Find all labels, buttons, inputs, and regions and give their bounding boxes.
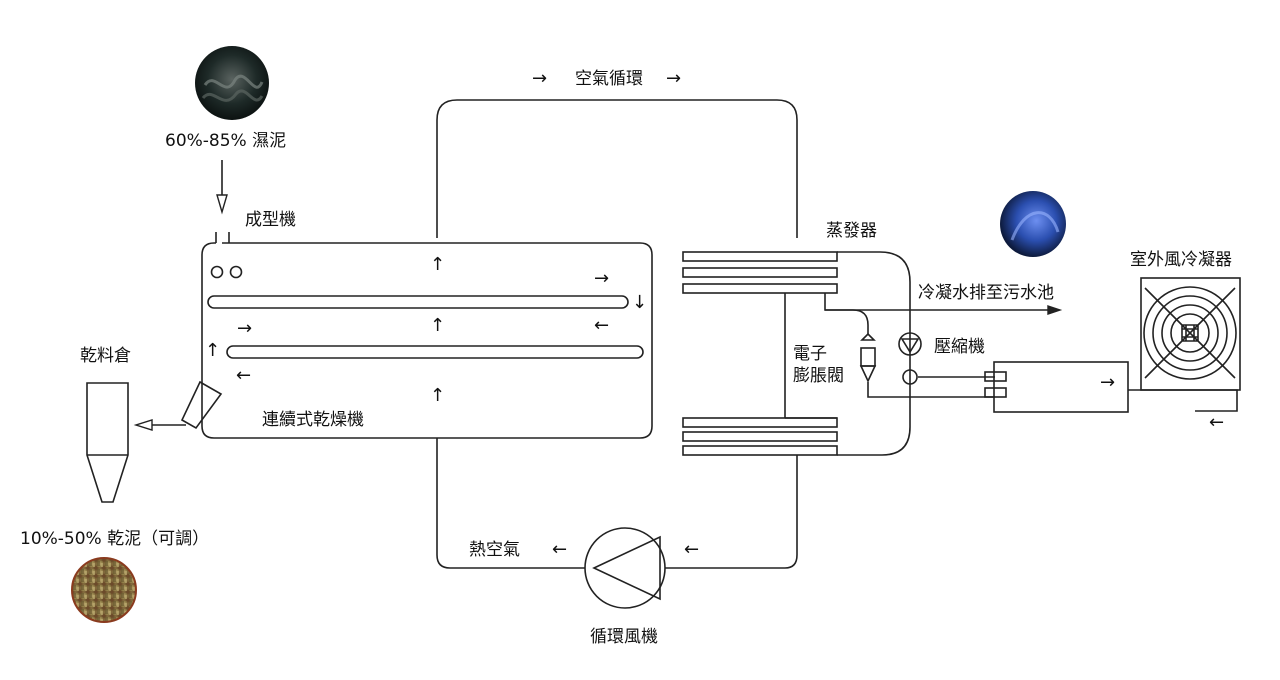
- circulation-fan-label: 循環風機: [590, 627, 658, 647]
- air-circulation-label: 空氣循環: [575, 69, 643, 89]
- belt-lower-right-arrow: →: [237, 318, 253, 339]
- circulation-fan-triangle: [592, 535, 661, 601]
- compressor-port: [902, 369, 918, 385]
- condenser-header: [993, 361, 1129, 413]
- dryer-up-arrow-2: ↑: [430, 315, 446, 336]
- discharge-arrowhead: [133, 419, 153, 431]
- condenser-unit: [1140, 277, 1241, 391]
- hot-air-left-arrow: ←: [552, 539, 568, 560]
- air-duct-bottom-right: [665, 455, 798, 569]
- compressor-label: 壓縮機: [934, 337, 985, 357]
- evap-fin-5: [682, 431, 838, 442]
- compressor-symbol: [898, 332, 922, 356]
- condenser-port-2: [984, 387, 1007, 398]
- conveyor-lower: [226, 345, 644, 359]
- evap-fin-2: [682, 267, 838, 278]
- belt-upper-down-arrow: ↓: [632, 292, 648, 313]
- expansion-valve-top: [860, 332, 876, 341]
- condenser-return: [1128, 389, 1238, 412]
- evap-fin-6: [682, 445, 838, 456]
- conveyor-upper: [207, 295, 629, 309]
- air-flow-arrow-left: →: [532, 68, 548, 89]
- belt-exit-left-arrow: ←: [236, 365, 252, 386]
- compressor-triangle: [900, 338, 920, 354]
- air-duct-bottom: [436, 438, 585, 569]
- fan-ring-3: [1161, 304, 1219, 362]
- outdoor-condenser-label: 室外風冷凝器: [1130, 250, 1232, 270]
- refrigerant-exp-down: [867, 382, 995, 398]
- belt-lower-left-arrow: ←: [594, 315, 610, 336]
- dry-silo: [86, 382, 129, 503]
- air-duct-top: [436, 99, 798, 238]
- evaporator-label: 蒸發器: [826, 221, 877, 241]
- dry-sludge-label: 10%-50% 乾泥（可調）: [20, 529, 210, 549]
- dry-sludge-photo: [72, 558, 136, 622]
- roller-2: [229, 265, 243, 279]
- drain-arrowhead: [1047, 305, 1063, 315]
- fan-ring-4: [1170, 313, 1210, 353]
- forming-outlet: [215, 232, 230, 243]
- condensate-drain-label: 冷凝水排至污水池: [918, 283, 1054, 303]
- dry-silo-label: 乾料倉: [80, 346, 131, 366]
- belt-lower-up-arrow: ↑: [205, 340, 221, 361]
- expansion-valve-body: [860, 347, 876, 367]
- fan-ring-2: [1152, 295, 1228, 371]
- discharge-chute: [180, 380, 223, 430]
- refrigerant-outer: [837, 251, 911, 456]
- continuous-dryer-label: 連續式乾燥機: [262, 410, 364, 430]
- dryer-body: [201, 242, 653, 439]
- fan-grille: [1144, 287, 1236, 379]
- evap-fin-4: [682, 417, 838, 428]
- circulation-fan: [584, 527, 666, 609]
- dryer-up-arrow-3: ↑: [430, 385, 446, 406]
- wet-sludge-label: 60%-85% 濕泥: [165, 131, 287, 151]
- feed-arrowhead: [216, 194, 228, 215]
- dryer-up-arrow-1: ↑: [430, 254, 446, 275]
- expansion-valve-bottom: [859, 365, 877, 383]
- return-air-left-arrow: ←: [684, 539, 700, 560]
- forming-machine-label: 成型機: [245, 210, 296, 230]
- condensate-photo: [1000, 191, 1066, 257]
- condenser-out-arrow: ←: [1209, 412, 1225, 433]
- belt-upper-right-arrow: →: [594, 268, 610, 289]
- evap-fin-1: [682, 251, 838, 262]
- fan-ring-1: [1143, 286, 1237, 380]
- refrigerant-exp-line: [824, 293, 869, 335]
- condenser-port-1: [984, 371, 1007, 382]
- hot-air-label: 熱空氣: [469, 540, 520, 560]
- air-flow-arrow-right: →: [666, 68, 682, 89]
- evap-fin-3: [682, 283, 838, 294]
- expansion-valve-label: 電子 膨脹閥: [793, 344, 844, 386]
- condenser-in-arrow: →: [1100, 372, 1116, 393]
- roller-1: [210, 265, 224, 279]
